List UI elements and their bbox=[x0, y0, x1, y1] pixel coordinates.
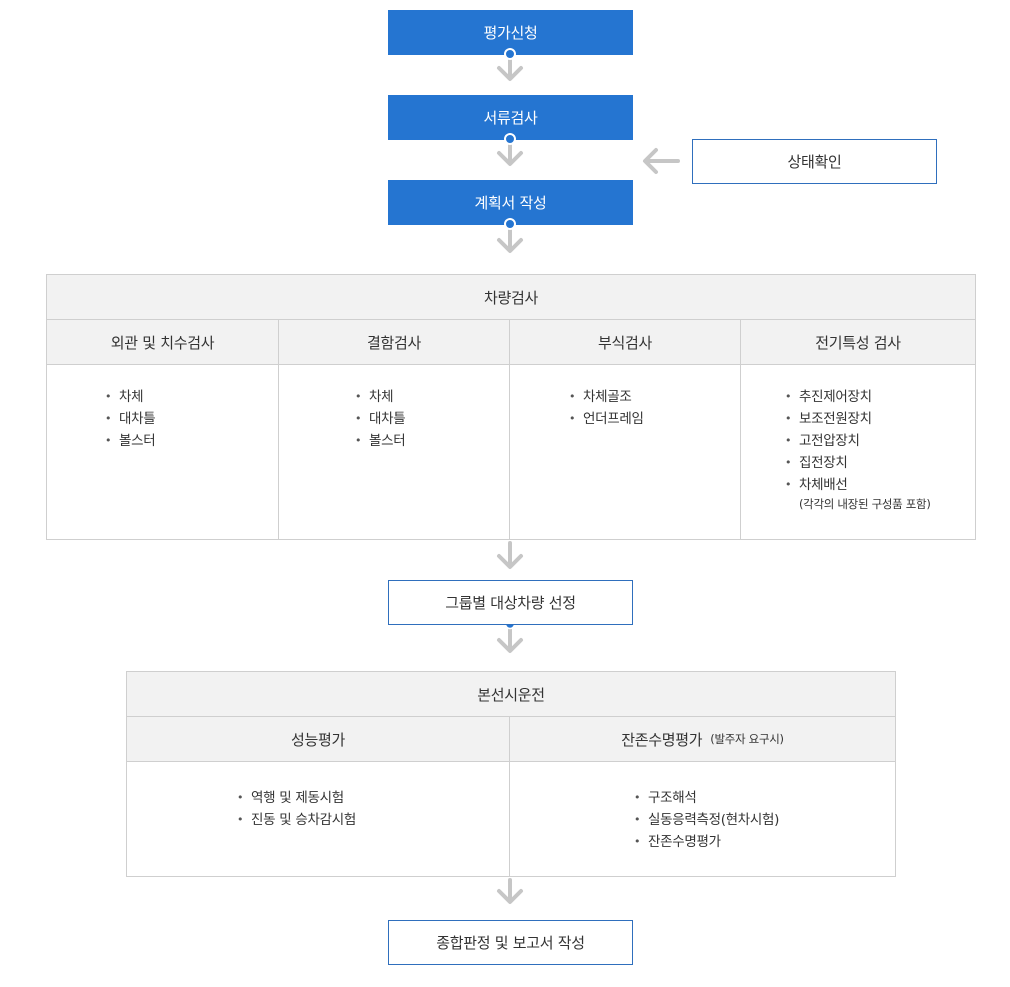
down-arrow-icon bbox=[497, 56, 523, 81]
list-item: 볼스터 bbox=[355, 430, 406, 452]
list-item: 실동응력측정(현차시험) bbox=[634, 809, 779, 831]
column-header-text: 외관 및 치수검사 bbox=[110, 333, 215, 352]
list-item: 역행 및 제동시험 bbox=[237, 787, 356, 809]
step-final-label: 종합판정 및 보고서 작성 bbox=[436, 934, 585, 952]
down-arrow-icon bbox=[497, 626, 523, 653]
column-header-appearance: 외관 및 치수검사 bbox=[47, 320, 278, 365]
column-divider bbox=[740, 320, 741, 539]
connector-dot-icon bbox=[504, 133, 516, 145]
vehicle-inspection-title: 차량검사 bbox=[47, 275, 975, 320]
step-doc-review: 서류검사 bbox=[388, 95, 633, 140]
vehicle-inspection-title-text: 차량검사 bbox=[483, 288, 538, 307]
list-item: 차체골조 bbox=[569, 386, 644, 408]
column-divider bbox=[509, 320, 510, 539]
list-item: 대차틀 bbox=[355, 408, 406, 430]
column-divider bbox=[278, 320, 279, 539]
appearance-item-list: 차체 대차틀 볼스터 bbox=[105, 386, 156, 452]
list-item: 차체배선 bbox=[785, 474, 931, 496]
column-header-electrical: 전기특성 검사 bbox=[741, 320, 975, 365]
column-header-remaining-life: 잔존수명평가 (발주자 요구시) bbox=[510, 717, 895, 762]
down-arrow-icon bbox=[497, 878, 523, 904]
connector-dot-icon bbox=[504, 48, 516, 60]
list-item: 보조전원장치 bbox=[785, 408, 931, 430]
down-arrow-icon bbox=[497, 226, 523, 253]
list-item: 볼스터 bbox=[105, 430, 156, 452]
list-item: 구조해석 bbox=[634, 787, 779, 809]
list-item: 잔존수명평가 bbox=[634, 831, 779, 853]
column-header-text: 전기특성 검사 bbox=[815, 333, 901, 352]
step-final: 종합판정 및 보고서 작성 bbox=[388, 920, 633, 965]
column-header-performance: 성능평가 bbox=[127, 717, 509, 762]
step-plan: 계획서 작성 bbox=[388, 180, 633, 225]
list-item: 차체 bbox=[355, 386, 405, 408]
main-line-test-title-text: 본선시운전 bbox=[477, 685, 545, 704]
connector-dot-icon bbox=[504, 218, 516, 230]
step-status-check: 상태확인 bbox=[692, 139, 937, 184]
list-item: 진동 및 승차감시험 bbox=[237, 809, 356, 831]
column-header-text: 부식검사 bbox=[597, 333, 652, 352]
column-header-note: (발주자 요구시) bbox=[710, 732, 784, 746]
vehicle-inspection-table: 차량검사 외관 및 치수검사 결함검사 부식검사 전기특성 검사 차체 대차틀 … bbox=[46, 274, 976, 540]
left-arrow-icon bbox=[643, 148, 680, 174]
step-plan-label: 계획서 작성 bbox=[474, 194, 547, 212]
step-doc-review-label: 서류검사 bbox=[483, 109, 538, 127]
list-item: 집전장치 bbox=[785, 452, 931, 474]
step-status-check-label: 상태확인 bbox=[787, 153, 842, 171]
down-arrow-icon bbox=[497, 141, 523, 166]
step-apply: 평가신청 bbox=[388, 10, 633, 55]
electrical-item-block: 추진제어장치 보조전원장치 고전압장치 집전장치 차체배선 (각각의 내장된 구… bbox=[785, 386, 931, 512]
column-divider bbox=[509, 717, 510, 876]
performance-item-list: 역행 및 제동시험 진동 및 승차감시험 bbox=[237, 787, 356, 831]
column-header-corrosion: 부식검사 bbox=[510, 320, 740, 365]
electrical-note: (각각의 내장된 구성품 포함) bbox=[799, 497, 931, 511]
column-header-text: 성능평가 bbox=[290, 730, 345, 749]
electrical-item-list: 추진제어장치 보조전원장치 고전압장치 집전장치 차체배선 bbox=[785, 386, 931, 496]
corrosion-item-list: 차체골조 언더프레임 bbox=[569, 386, 644, 430]
main-line-test-title: 본선시운전 bbox=[127, 672, 895, 717]
down-arrow-icon bbox=[497, 541, 523, 569]
column-header-text: 잔존수명평가 bbox=[621, 730, 703, 749]
list-item: 대차틀 bbox=[105, 408, 156, 430]
remaining-life-item-list: 구조해석 실동응력측정(현차시험) 잔존수명평가 bbox=[634, 787, 779, 853]
list-item: 언더프레임 bbox=[569, 408, 644, 430]
step-group-select: 그룹별 대상차량 선정 bbox=[388, 580, 633, 625]
column-header-defect: 결함검사 bbox=[279, 320, 509, 365]
list-item: 추진제어장치 bbox=[785, 386, 931, 408]
main-line-test-table: 본선시운전 성능평가 잔존수명평가 (발주자 요구시) 역행 및 제동시험 진동… bbox=[126, 671, 896, 877]
step-apply-label: 평가신청 bbox=[483, 24, 538, 42]
defect-item-list: 차체 대차틀 볼스터 bbox=[355, 386, 406, 452]
step-group-select-label: 그룹별 대상차량 선정 bbox=[445, 594, 576, 612]
list-item: 고전압장치 bbox=[785, 430, 931, 452]
list-item: 차체 bbox=[105, 386, 155, 408]
column-header-text: 결함검사 bbox=[366, 333, 421, 352]
